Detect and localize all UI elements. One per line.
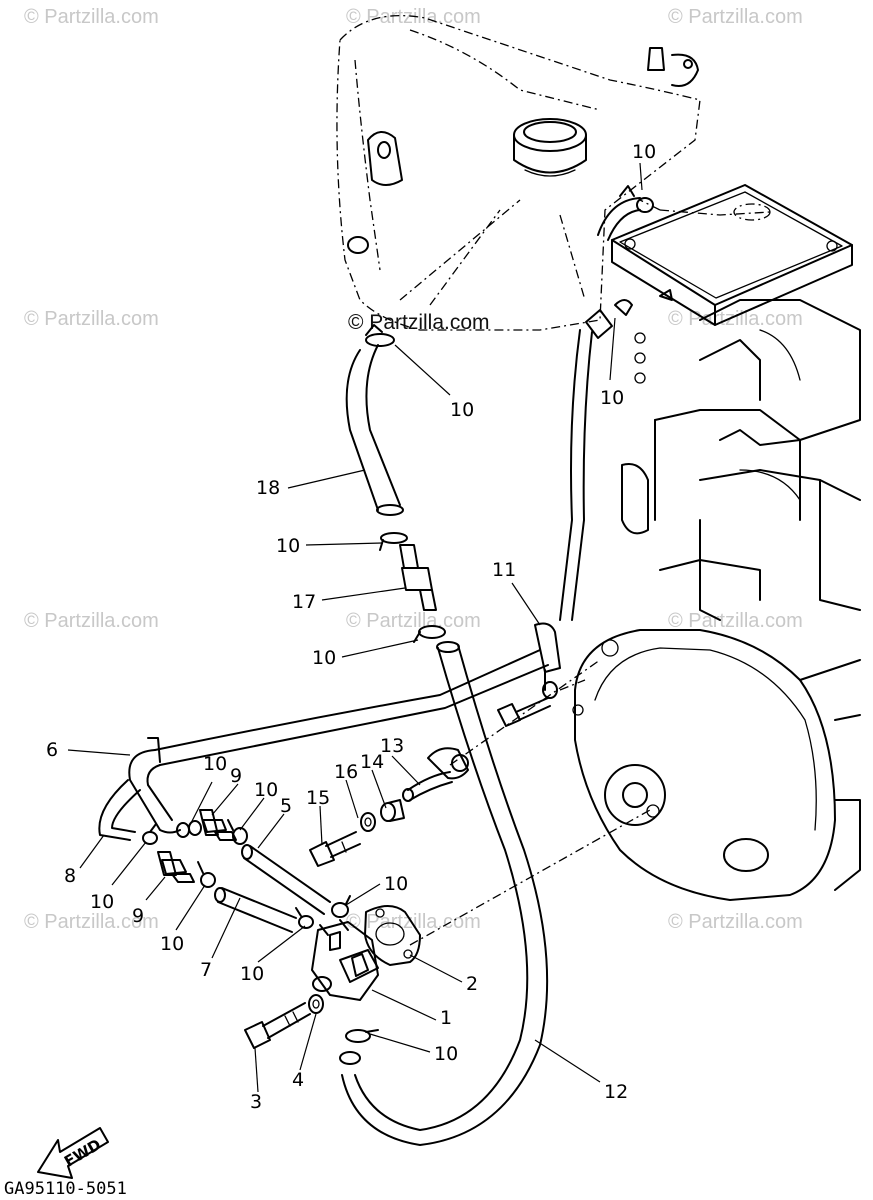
watermark-row3-left: © Partzilla.com (24, 610, 159, 632)
callout-10-a: 10 (203, 753, 227, 775)
clamp-10-d (197, 861, 216, 888)
fuel-cock-1 (311, 919, 379, 1001)
clamp-10-hose-12-end (345, 1029, 379, 1043)
callout-10-f: 10 (240, 963, 264, 985)
hose-7 (214, 887, 297, 933)
callout-10-right-side: 10 (600, 387, 624, 409)
air-box-tray (611, 184, 853, 326)
watermark-row4-right: © Partzilla.com (668, 911, 803, 933)
callout-13: 13 (380, 735, 404, 757)
watermark-top-center: © Partzilla.com (346, 6, 481, 28)
callout-10-d: 10 (160, 933, 184, 955)
fwd-label: FWD (61, 1135, 104, 1170)
callout-9-b: 9 (132, 905, 144, 927)
callout-9-a: 9 (230, 765, 242, 787)
diagram-code: GA95110-5051 (4, 1179, 127, 1199)
watermark-mid-left: © Partzilla.com (24, 308, 159, 330)
joint-17 (379, 532, 437, 611)
bolt-15 (309, 831, 361, 867)
clamp-10-b (227, 819, 248, 845)
callout-5: 5 (280, 795, 292, 817)
clamp-10-c (142, 823, 158, 845)
callout-10-below-17: 10 (312, 647, 336, 669)
callout-10-g: 10 (434, 1043, 458, 1065)
callout-10-upper-center: 10 (450, 399, 474, 421)
clamp-10-a (176, 820, 202, 838)
clamp-10-f (295, 907, 314, 929)
callout-3: 3 (250, 1091, 262, 1113)
watermark-mid-right: © Partzilla.com (668, 308, 803, 330)
callout-15: 15 (306, 787, 330, 809)
bracket-11 (534, 622, 561, 699)
hose-breather-top (585, 185, 673, 384)
clamp-10-below-joint (413, 625, 446, 643)
callout-18: 18 (256, 477, 280, 499)
callout-1: 1 (440, 1007, 452, 1029)
bolt-3 (244, 1002, 311, 1049)
vent-hose-right (559, 329, 593, 621)
tank-mount (347, 131, 403, 254)
hose-12 (339, 641, 549, 1146)
callout-16: 16 (334, 761, 358, 783)
hose-8 (98, 779, 141, 841)
callout-labels: 10 10 10 18 10 17 10 11 6 10 9 10 5 15 1… (46, 141, 656, 1113)
gasket-2 (364, 905, 421, 966)
callout-10-b: 10 (254, 779, 278, 801)
fuel-filter-9-lower (157, 851, 195, 883)
fuel-tank-outline (336, 15, 701, 331)
callout-10-top-right: 10 (632, 141, 656, 163)
watermark-top-right: © Partzilla.com (668, 6, 803, 28)
washer-16 (360, 812, 376, 832)
watermark-row3-center: © Partzilla.com (346, 610, 481, 632)
watermark-row3-right: © Partzilla.com (668, 610, 803, 632)
callout-11: 11 (492, 559, 516, 581)
fwd-arrow: FWD (37, 1127, 109, 1179)
callout-12: 12 (604, 1081, 628, 1103)
watermark-row4-left: © Partzilla.com (24, 911, 159, 933)
callout-14: 14 (360, 751, 384, 773)
crankcase-cover (572, 629, 861, 901)
clamp-13 (402, 747, 469, 802)
callout-4: 4 (292, 1069, 304, 1091)
tank-vent-nipple (647, 47, 699, 87)
bolt-bracket (497, 697, 551, 727)
callout-10-c: 10 (90, 891, 114, 913)
callout-2: 2 (466, 973, 478, 995)
hose-6 (128, 649, 549, 834)
callout-10-e: 10 (384, 873, 408, 895)
clamp-10-e (331, 895, 351, 918)
hose-18 (345, 344, 404, 516)
engine-block (621, 299, 861, 621)
callout-6: 6 (46, 739, 58, 761)
washer-4 (308, 994, 324, 1014)
collar-14 (380, 799, 405, 822)
leader-lines (67, 162, 661, 1093)
fuel-filter-9-upper (199, 809, 237, 841)
hose-5 (241, 844, 331, 915)
fuel-cap (513, 118, 587, 177)
watermark-top-left: © Partzilla.com (24, 6, 159, 28)
callout-17: 17 (292, 591, 316, 613)
clamp-10-tank-outlet (365, 324, 395, 347)
callout-10-below-18: 10 (276, 535, 300, 557)
callout-7: 7 (200, 959, 212, 981)
callout-8: 8 (64, 865, 76, 887)
